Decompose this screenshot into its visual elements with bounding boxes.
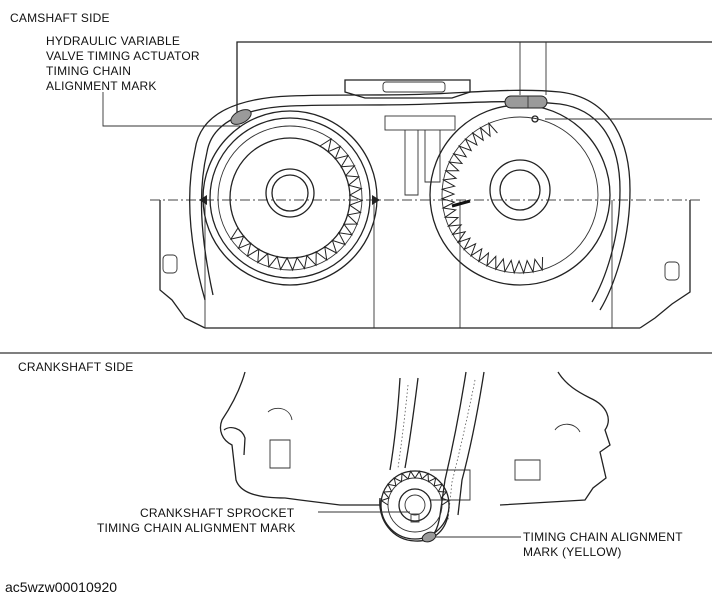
svg-text:TIMING CHAIN: TIMING CHAIN xyxy=(46,64,131,78)
crank-sprocket-label: CRANKSHAFT SPROCKET TIMING CHAIN ALIGNME… xyxy=(97,506,296,535)
figure-code: ac5wzw00010920 xyxy=(5,579,117,595)
chain-guide xyxy=(344,79,471,99)
exhaust-sprocket-timing-mark xyxy=(451,199,471,208)
vvt-actuator-alignment-mark xyxy=(230,109,252,125)
svg-text:HYDRAULIC VARIABLE: HYDRAULIC VARIABLE xyxy=(46,34,180,48)
crank-chain-wrap xyxy=(379,497,449,542)
svg-text:CRANKSHAFT SPROCKET: CRANKSHAFT SPROCKET xyxy=(140,506,295,520)
svg-text:MARK (YELLOW): MARK (YELLOW) xyxy=(523,545,622,559)
camshaft-callout-label: HYDRAULIC VARIABLE VALVE TIMING ACTUATOR… xyxy=(46,34,200,93)
chain-mark-label: TIMING CHAIN ALIGNMENT MARK (YELLOW) xyxy=(523,530,683,559)
intake-camshaft-sprocket xyxy=(202,110,378,286)
camshaft-section-title: CAMSHAFT SIDE xyxy=(10,11,110,25)
crankshaft-sprocket xyxy=(380,470,450,540)
chain-tensioner xyxy=(384,115,456,196)
svg-text:TIMING CHAIN ALIGNMENT: TIMING CHAIN ALIGNMENT xyxy=(523,530,683,544)
timing-chain xyxy=(189,89,631,311)
svg-text:TIMING CHAIN ALIGNMENT MARK: TIMING CHAIN ALIGNMENT MARK xyxy=(97,521,296,535)
crankshaft-section-title: CRANKSHAFT SIDE xyxy=(18,360,133,374)
crank-sprocket-teeth xyxy=(380,470,450,506)
intake-sprocket-teeth xyxy=(229,137,364,272)
svg-text:VALVE TIMING ACTUATOR: VALVE TIMING ACTUATOR xyxy=(46,49,200,63)
svg-text:ALIGNMENT MARK: ALIGNMENT MARK xyxy=(46,79,157,93)
crank-timing-chain xyxy=(389,371,485,541)
crank-chain-alignment-mark xyxy=(421,531,437,543)
center-arrow-right xyxy=(372,195,380,205)
exhaust-chain-alignment-mark xyxy=(504,95,548,109)
exhaust-camshaft-sprocket xyxy=(429,104,611,286)
exhaust-sprocket-teeth xyxy=(440,121,544,275)
camshaft-leader-line xyxy=(102,92,240,127)
cylinder-head-outline xyxy=(159,41,712,329)
engine-block-outline xyxy=(219,371,611,506)
